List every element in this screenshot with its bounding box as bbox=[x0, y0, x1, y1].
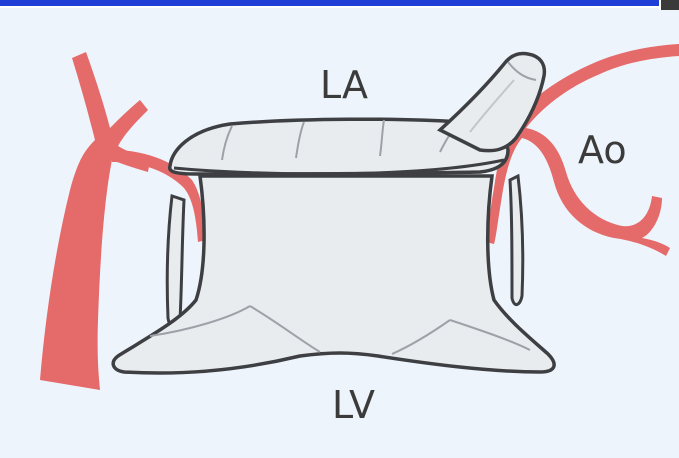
label-left-ventricle: LV bbox=[332, 386, 375, 424]
right-anchor-strip bbox=[510, 176, 523, 305]
label-aorta: Ao bbox=[578, 131, 627, 169]
left-anchor-strip bbox=[167, 196, 184, 328]
label-left-atrium: LA bbox=[320, 66, 368, 104]
left-vessel-trunk bbox=[40, 52, 150, 390]
